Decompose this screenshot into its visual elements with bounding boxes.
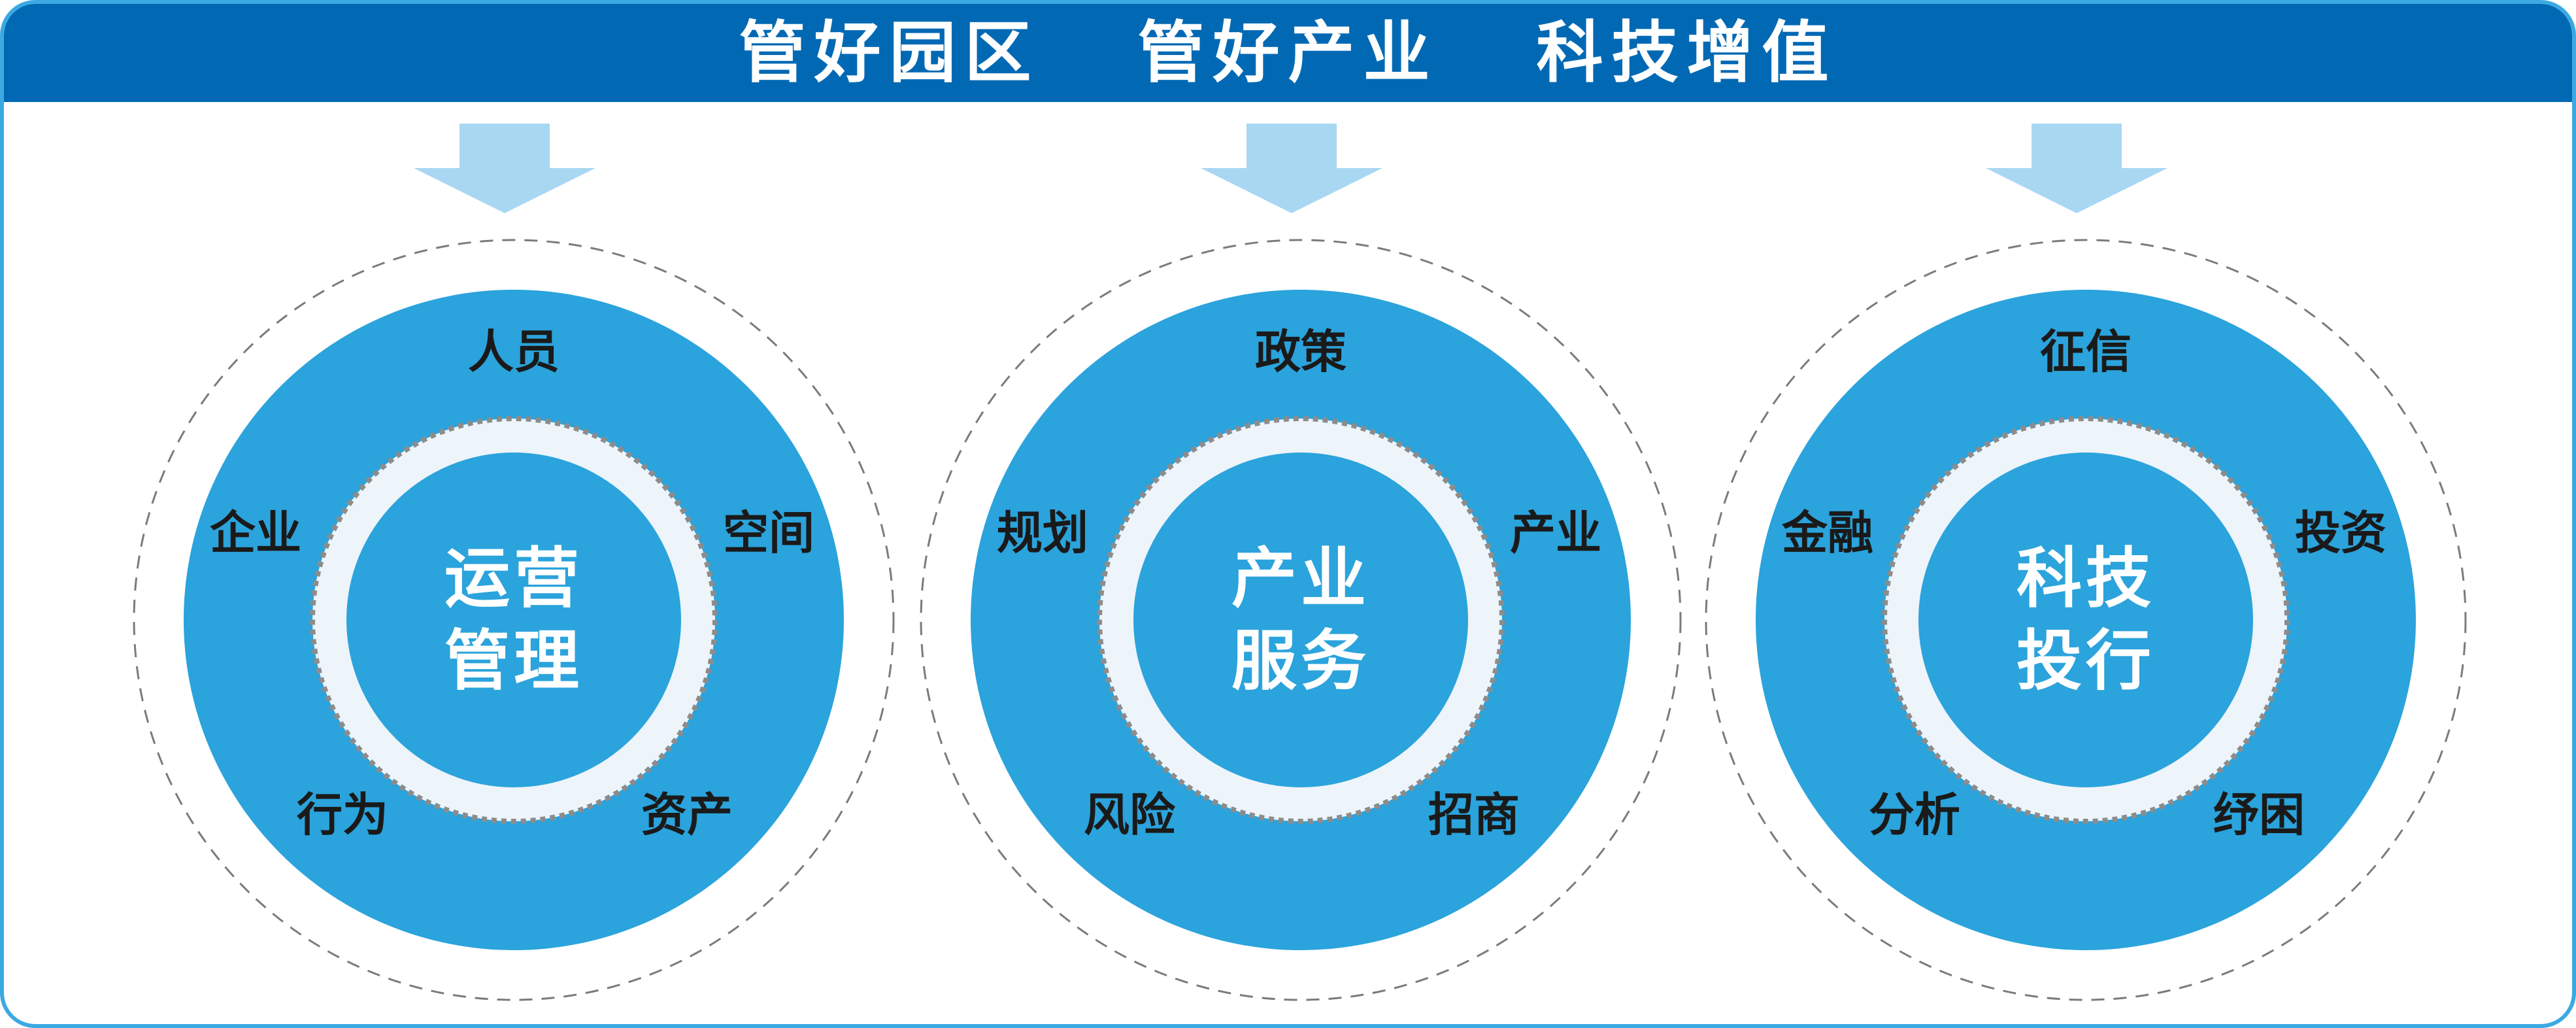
label-left: 规划 <box>997 507 1088 558</box>
label-bottom-right: 资产 <box>641 789 733 840</box>
label-left: 金融 <box>1782 507 1873 558</box>
label-right: 产业 <box>1510 507 1601 558</box>
core-title-line-2: 管理 <box>444 625 583 698</box>
core-title-line-1: 产业 <box>1231 542 1370 615</box>
down-arrow-icon <box>1201 124 1382 213</box>
core-title: 运营 管理 <box>444 538 583 702</box>
label-bottom-right: 招商 <box>1428 789 1520 840</box>
ring-group-operations-management: 运营 管理 人员 企业 空间 行为 资产 <box>102 4 926 1024</box>
core-circle <box>1918 453 2253 787</box>
core-title-line-2: 服务 <box>1231 625 1370 698</box>
label-bottom-left: 行为 <box>297 789 388 840</box>
label-top: 征信 <box>2040 326 2132 377</box>
outer-dashed-circle <box>1705 239 2467 1001</box>
header-banner: 管好园区 管好产业 科技增值 <box>4 4 2572 102</box>
label-bottom-left: 分析 <box>1869 789 1960 840</box>
core-title: 科技 投行 <box>2016 538 2155 702</box>
ring-group-shapes <box>920 124 1682 1001</box>
core-title-line-2: 投行 <box>2016 625 2155 698</box>
ring-group-shapes <box>133 124 895 1001</box>
header-title-part-1: 管好园区 <box>739 16 1040 90</box>
label-left: 企业 <box>210 507 301 558</box>
header-title-part-3: 科技增值 <box>1536 16 1837 90</box>
label-top: 政策 <box>1255 326 1347 377</box>
core-title-line-1: 运营 <box>444 542 583 615</box>
core-circle <box>346 453 681 787</box>
outer-dashed-circle <box>133 239 895 1001</box>
core-circle <box>1133 453 1468 787</box>
outer-dashed-circle <box>920 239 1682 1001</box>
down-arrow-icon <box>414 124 595 213</box>
label-right: 投资 <box>2295 507 2386 558</box>
down-arrow-icon <box>1986 124 2167 213</box>
core-title: 产业 服务 <box>1231 538 1370 702</box>
label-bottom-left: 风险 <box>1084 789 1175 840</box>
label-bottom-right: 纾困 <box>2213 789 2305 840</box>
ring-group-tech-investment-banking: 科技 投行 征信 金融 投资 分析 纾困 <box>1674 4 2498 1024</box>
header-title-part-2: 管好产业 <box>1137 16 1439 90</box>
label-right: 空间 <box>723 507 814 558</box>
label-top: 人员 <box>468 326 560 377</box>
ring-group-shapes <box>1705 124 2467 1001</box>
core-title-line-1: 科技 <box>2016 542 2155 615</box>
ring-group-industry-services: 产业 服务 政策 规划 产业 风险 招商 <box>889 4 1713 1024</box>
